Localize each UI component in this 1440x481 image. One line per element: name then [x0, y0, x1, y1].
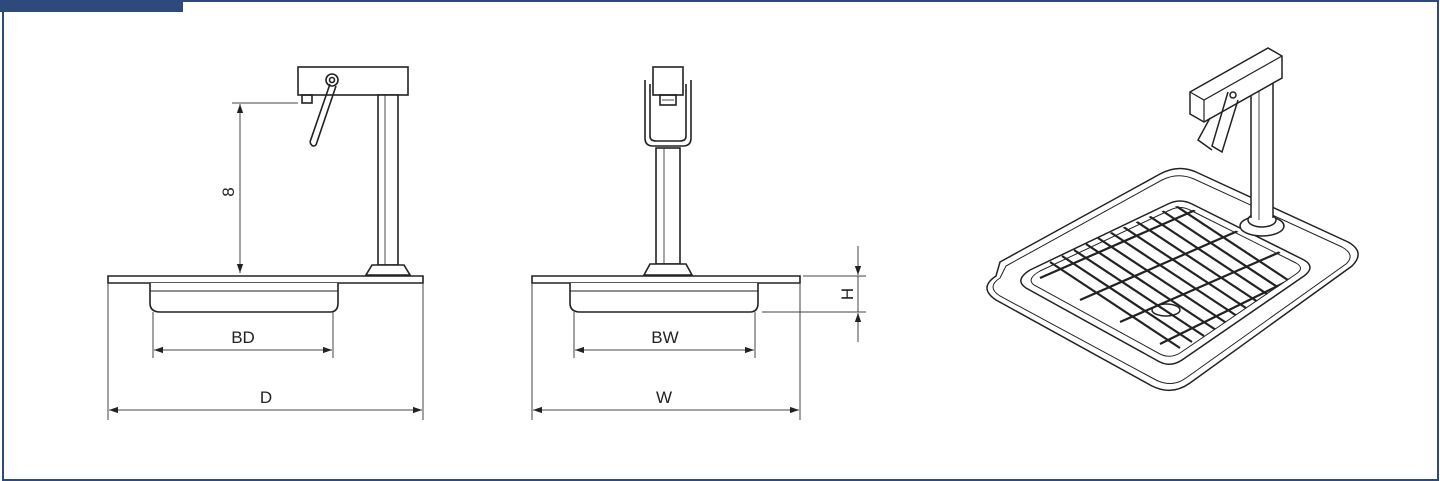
side-tap-head — [297, 66, 409, 96]
front-bail-handle — [644, 80, 692, 147]
front-column — [655, 147, 681, 265]
side-drip-plate — [107, 275, 424, 284]
dim-label-d: D — [260, 388, 272, 407]
side-basin — [149, 283, 339, 313]
iso-column — [1250, 78, 1274, 218]
front-tap-head — [652, 66, 684, 96]
iso-basin-rim — [1020, 200, 1311, 365]
side-dimensions — [107, 102, 424, 420]
iso-bail-handle — [1211, 91, 1239, 154]
side-view — [107, 66, 424, 313]
side-column — [377, 94, 399, 266]
side-column-base — [364, 264, 412, 276]
frame-corner-tab — [0, 0, 183, 12]
front-view — [531, 66, 801, 313]
side-nozzle — [301, 94, 313, 104]
front-dimensions — [531, 246, 866, 420]
dim-label-w: W — [656, 388, 672, 407]
iso-grate — [1039, 206, 1304, 349]
front-basin — [569, 283, 759, 313]
side-tap-pivot — [325, 73, 339, 87]
dim-label-bw: BW — [651, 328, 678, 347]
iso-tap-head — [1189, 47, 1283, 123]
front-column-base — [642, 263, 694, 276]
iso-drain — [1151, 303, 1181, 317]
front-nozzle — [659, 94, 677, 106]
front-drip-plate — [531, 275, 801, 284]
dim-label-bd: BD — [231, 328, 255, 347]
dim-label-8: 8 — [219, 187, 238, 196]
side-lever — [309, 83, 337, 146]
dim-label-h: H — [838, 288, 857, 300]
isometric-view — [986, 47, 1359, 392]
